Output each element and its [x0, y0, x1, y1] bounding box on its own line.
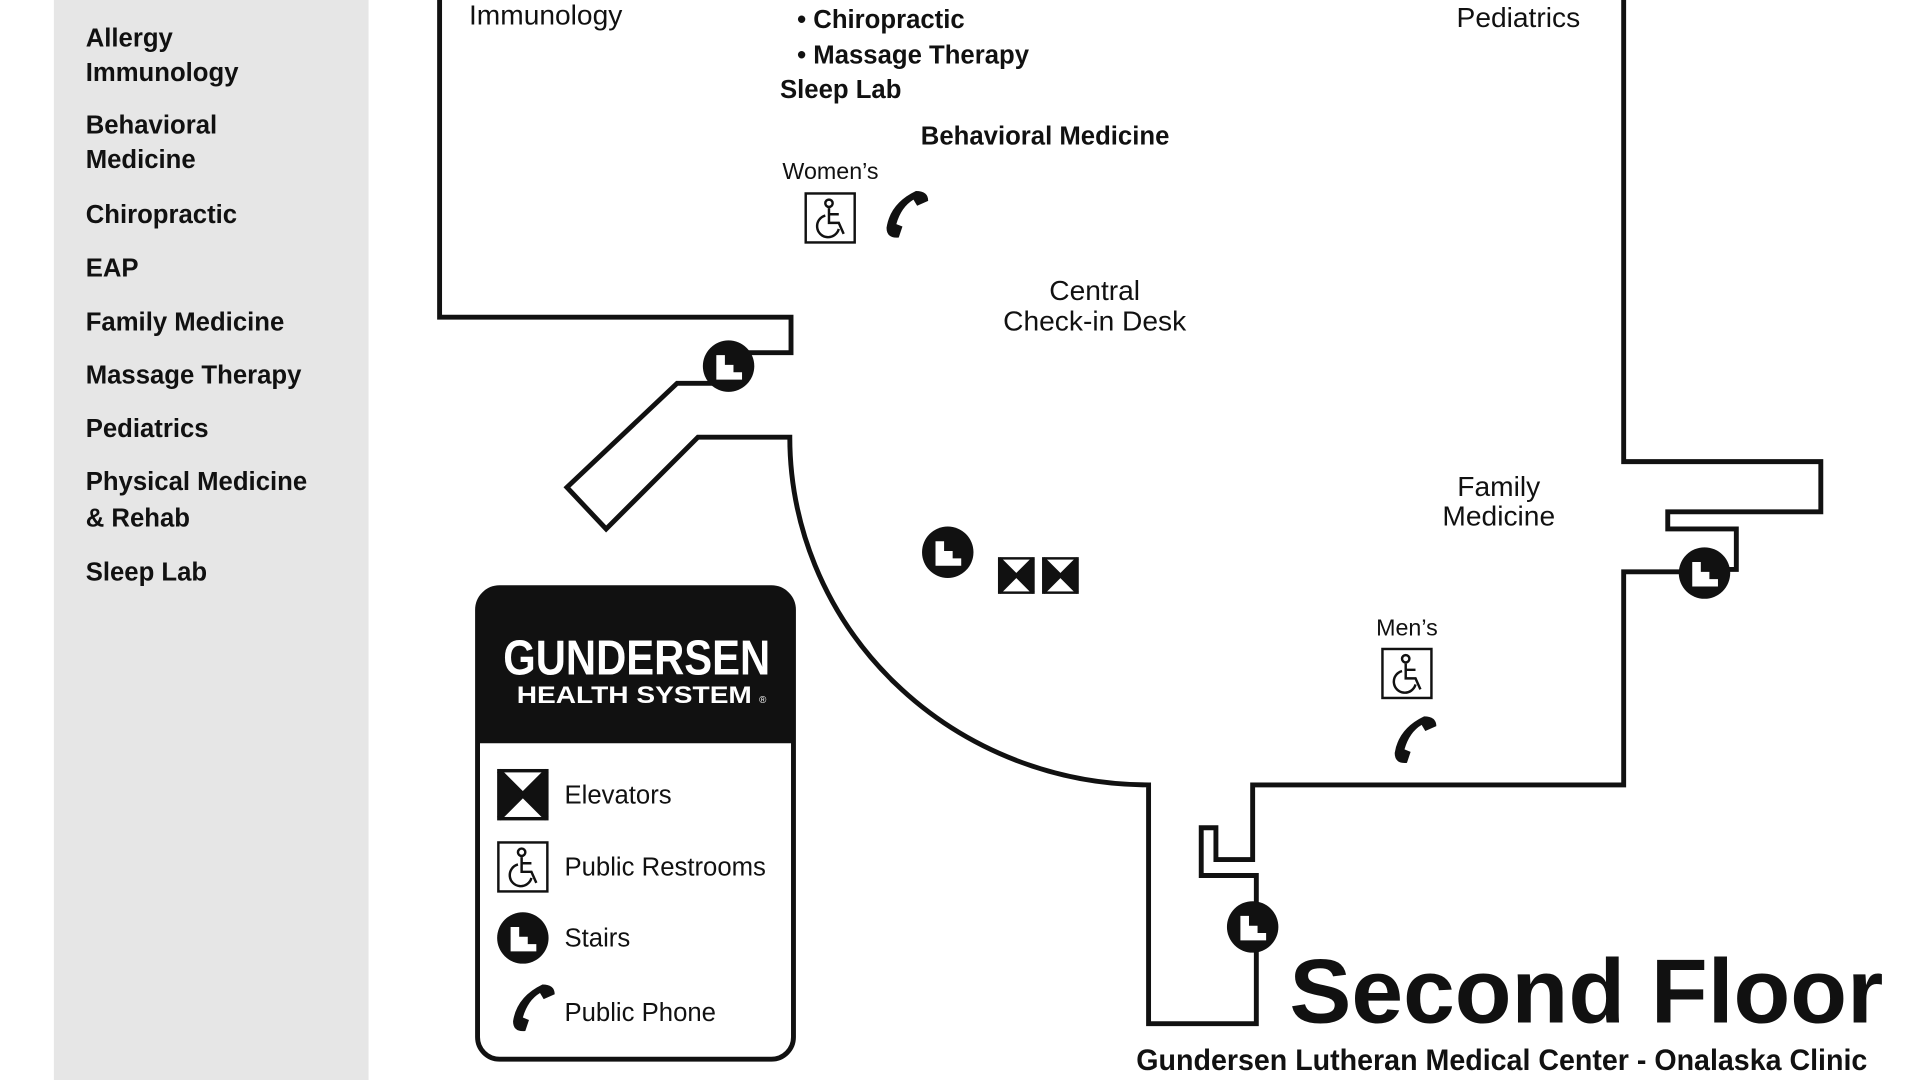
label-check-in-desk: Check-in Desk: [1003, 306, 1187, 337]
legend-elevators: Elevators: [564, 781, 671, 809]
legend: GUNDERSEN HEALTH SYSTEM ® Elevators Publ…: [475, 585, 796, 1062]
building-walls: [437, 0, 1824, 1027]
label-sleep-lab: Sleep Lab: [780, 76, 901, 104]
label-family: Family: [1457, 471, 1541, 502]
stairs-icon: [702, 340, 755, 392]
stairs-icon: [1226, 901, 1279, 953]
sidebar: [53, 0, 369, 1080]
label-immunology: Immunology: [469, 0, 623, 30]
elevator-icon: [499, 771, 547, 819]
sidebar-item-sleep-lab[interactable]: Sleep Lab: [86, 558, 207, 586]
sidebar-item-massage-therapy[interactable]: Massage Therapy: [86, 361, 302, 389]
label-womens: Women’s: [782, 158, 878, 184]
legend-restrooms: Public Restrooms: [564, 854, 765, 882]
brand-mark: ®: [759, 695, 767, 706]
sidebar-item-eap[interactable]: EAP: [86, 255, 139, 283]
legend-phone: Public Phone: [564, 999, 715, 1027]
label-medicine: Medicine: [1442, 500, 1555, 531]
floor-title: Second Floor: [1289, 941, 1883, 1042]
phone-icon: [886, 191, 929, 238]
elevator-icon: [1041, 556, 1080, 595]
label-pediatrics: Pediatrics: [1457, 2, 1581, 33]
womens-restroom-icon: [804, 192, 856, 244]
mens-restroom-icon: [1381, 647, 1433, 700]
stairs-icon: [497, 912, 549, 964]
stairs-icon: [1678, 547, 1731, 599]
label-central: Central: [1049, 275, 1140, 306]
label-mens: Men’s: [1376, 615, 1438, 641]
facility-subtitle: Gundersen Lutheran Medical Center - Onal…: [1136, 1044, 1867, 1077]
stairs-icon: [922, 526, 974, 578]
restroom-icon: [497, 841, 549, 893]
phone-icon: [1394, 716, 1437, 763]
sidebar-item-chiropractic[interactable]: Chiropractic: [86, 201, 237, 229]
legend-stairs: Stairs: [564, 925, 630, 953]
sidebar-item-family-medicine[interactable]: Family Medicine: [86, 309, 285, 337]
brand-sub: HEALTH SYSTEM: [517, 682, 752, 709]
sidebar-item-physical-medicine[interactable]: Physical Medicine& Rehab: [86, 468, 307, 533]
elevator-icon: [997, 556, 1036, 595]
brand-name: GUNDERSEN: [503, 632, 770, 686]
label-behavioral-medicine: Behavioral Medicine: [921, 122, 1170, 150]
sidebar-item-pediatrics[interactable]: Pediatrics: [86, 415, 209, 443]
label-chiropractic: • Chiropractic: [797, 6, 965, 34]
label-massage-therapy: • Massage Therapy: [797, 42, 1030, 70]
